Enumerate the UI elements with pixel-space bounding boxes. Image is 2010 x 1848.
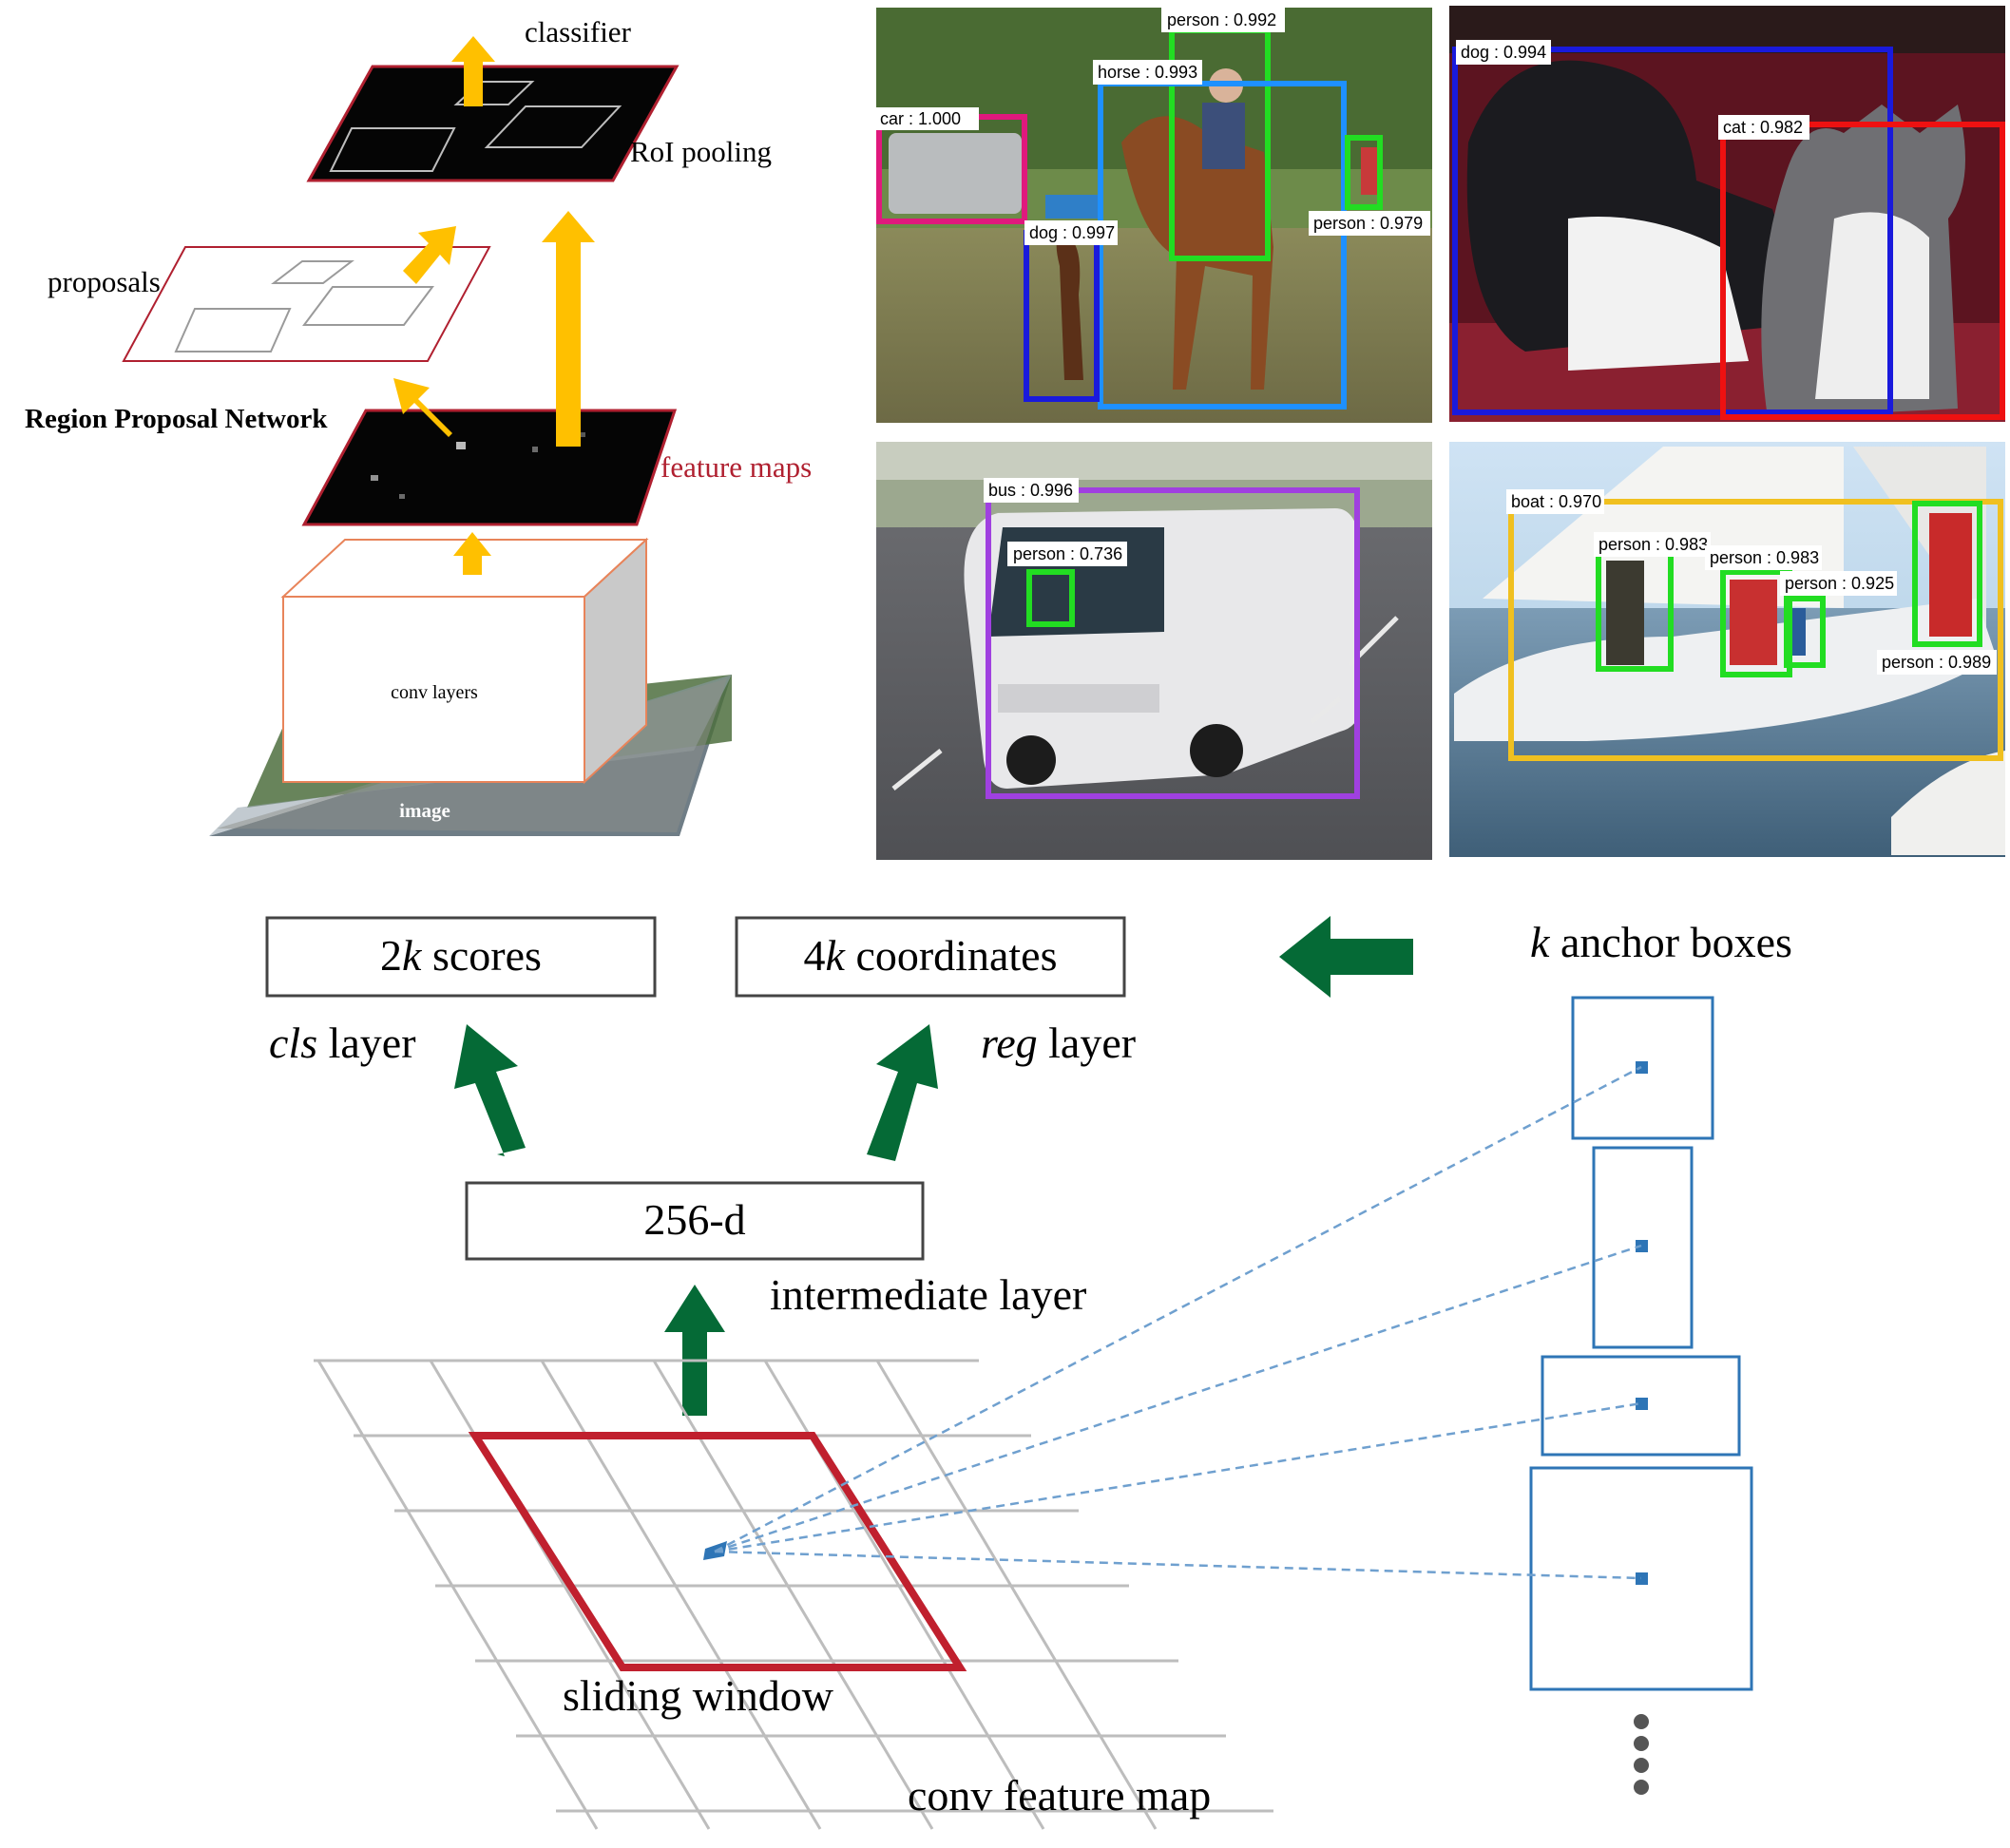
more-anchors-ellipsis [1634, 1714, 1649, 1795]
yellow-arrows [393, 36, 595, 575]
conv-layers-label: conv layers [391, 682, 478, 703]
feature-maps-label: feature maps [660, 450, 812, 484]
label-person-0925: person : 0.925 [1785, 574, 1894, 593]
anchor-box-2 [1592, 1146, 1694, 1349]
photo-bus-detections [986, 487, 1360, 799]
feature-map-grid [314, 1359, 1273, 1830]
reg-layer-label: reg layer [981, 1019, 1136, 1067]
label-person-0983-a: person : 0.983 [1598, 535, 1708, 554]
scores-box [265, 916, 657, 998]
scores-box-label: 2k scores [380, 931, 542, 980]
photo-sailboat [1449, 442, 2005, 857]
arrow-to-intermediate [664, 1285, 725, 1416]
photo-dog-cat-detections [1452, 47, 2005, 420]
coordinates-box [735, 916, 1126, 998]
detection-labels: person : 0.992 horse : 0.993 car : 1.000… [876, 8, 1997, 675]
intermediate-box [465, 1181, 925, 1261]
anchor-dashed-lines [714, 1065, 1642, 1580]
proposals-label: proposals [48, 265, 161, 298]
anchor-box-4 [1529, 1466, 1753, 1691]
label-horse-0993: horse : 0.993 [1098, 63, 1197, 82]
anchor-box-1 [1571, 996, 1714, 1140]
arrow-to-reg [867, 1024, 938, 1161]
architecture-diagram: conv layers image [25, 15, 812, 836]
conv-layers-box [280, 537, 649, 785]
feature-activations [371, 432, 585, 499]
label-person-0983-b: person : 0.983 [1710, 548, 1819, 567]
label-person-0992: person : 0.992 [1167, 10, 1276, 29]
conv-feature-map-label: conv feature map [908, 1771, 1211, 1819]
image-label: image [399, 799, 450, 822]
label-boat-0970: boat : 0.970 [1511, 492, 1601, 511]
anchor-boxes [1529, 996, 1753, 1691]
roi-pooling-label: RoI pooling [630, 135, 772, 168]
proposal-boxes [174, 260, 434, 352]
sliding-window [468, 1432, 967, 1671]
label-cat-0982: cat : 0.982 [1723, 118, 1803, 137]
label-bus-0996: bus : 0.996 [988, 481, 1073, 500]
proposals-plane [122, 246, 491, 362]
photo-bus [876, 442, 1432, 860]
label-dog-0997: dog : 0.997 [1029, 223, 1115, 242]
anchor-boxes-title: k anchor boxes [1530, 918, 1792, 966]
rpn-label: Region Proposal Network [25, 404, 328, 434]
anchor-box-3 [1541, 1355, 1741, 1457]
sliding-window-label: sliding window [563, 1671, 834, 1720]
arrow-to-cls [454, 1024, 526, 1156]
anchor-centers [1636, 1061, 1648, 1585]
feature-maps-plane [301, 409, 678, 526]
intermediate-layer-label: intermediate layer [770, 1270, 1086, 1319]
roi-pooling-plane [306, 65, 680, 182]
label-dog-0994: dog : 0.994 [1461, 43, 1546, 62]
classifier-label: classifier [525, 15, 632, 48]
photo-sailboat-detections [1508, 499, 2003, 761]
label-person-0979: person : 0.979 [1313, 214, 1423, 233]
label-car-1000: car : 1.000 [880, 109, 961, 128]
photo-dog-cat [1449, 6, 2005, 422]
cls-layer-label: cls layer [269, 1019, 416, 1067]
intermediate-box-label: 256-d [643, 1195, 745, 1244]
arrow-anchors-to-outputs [1279, 916, 1413, 998]
coordinates-box-label: 4k coordinates [804, 931, 1058, 980]
label-person-0989: person : 0.989 [1882, 653, 1991, 672]
label-person-0736: person : 0.736 [1013, 544, 1122, 563]
rpn-head-diagram: 2k scores 4k coordinates k anchor boxes … [265, 916, 1792, 1830]
